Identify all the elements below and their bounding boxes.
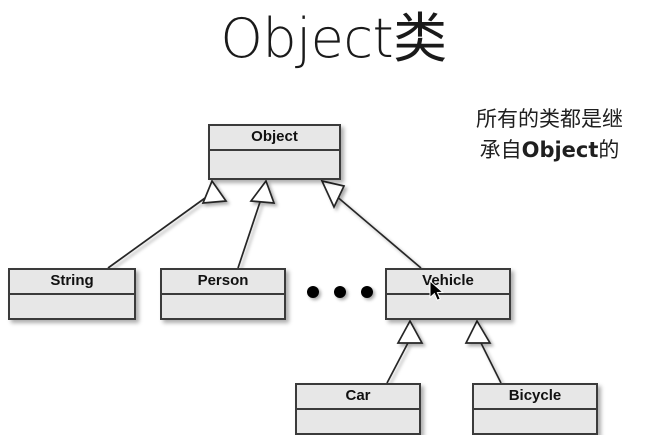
annotation-line-2: 承自Object的 xyxy=(437,135,662,166)
class-box-car[interactable]: Car xyxy=(295,383,421,435)
class-name-car: Car xyxy=(297,385,419,410)
ellipsis-dot xyxy=(334,286,346,298)
class-body-object xyxy=(210,151,339,178)
annotation-line-1: 所有的类都是继 xyxy=(476,107,623,131)
class-body-vehicle xyxy=(387,295,509,318)
class-body-bicycle xyxy=(474,410,596,433)
annotation-line-2-suffix: 的 xyxy=(598,138,620,162)
class-box-vehicle[interactable]: Vehicle xyxy=(385,268,511,320)
class-body-car xyxy=(297,410,419,433)
edge-string-to-object xyxy=(107,179,228,269)
class-box-bicycle[interactable]: Bicycle xyxy=(472,383,598,435)
class-name-person: Person xyxy=(162,270,284,295)
ellipsis-dot xyxy=(361,286,373,298)
class-box-string[interactable]: String xyxy=(8,268,136,320)
class-name-string: String xyxy=(10,270,134,295)
edge-bicycle-to-vehicle xyxy=(464,319,502,384)
annotation-line-2-prefix: 承自 xyxy=(479,138,522,162)
page-title: Object类 xyxy=(220,7,447,70)
edge-car-to-vehicle xyxy=(386,319,424,384)
class-body-person xyxy=(162,295,284,318)
class-box-object[interactable]: Object xyxy=(208,124,341,180)
edge-person-to-object xyxy=(237,179,276,269)
ellipsis-dot xyxy=(307,286,319,298)
class-name-vehicle: Vehicle xyxy=(387,270,509,295)
annotation-note: 所有的类都是继 承自Object的 xyxy=(437,104,662,166)
class-body-string xyxy=(10,295,134,318)
class-name-object: Object xyxy=(210,126,339,151)
class-name-bicycle: Bicycle xyxy=(474,385,596,410)
edge-vehicle-to-object xyxy=(320,179,422,269)
annotation-line-2-bold: Object xyxy=(521,138,599,162)
class-box-person[interactable]: Person xyxy=(160,268,286,320)
